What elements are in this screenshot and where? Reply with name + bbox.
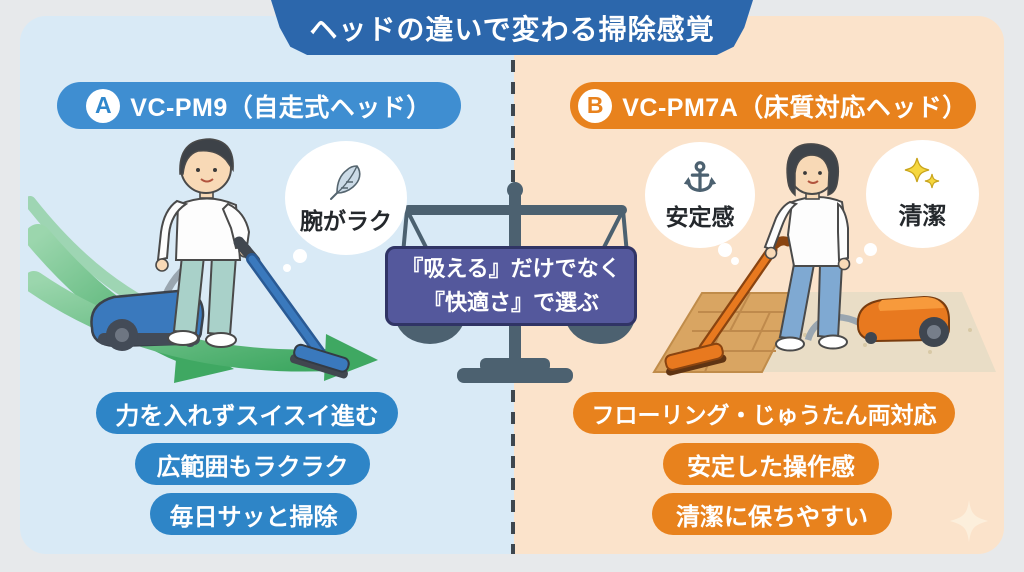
thought-tail: [864, 243, 877, 256]
woman-figure: [763, 143, 851, 352]
center-message-line2: 『快適さ』で選ぶ: [422, 290, 599, 315]
page-title: ヘッドの違いで変わる掃除感覚: [309, 13, 715, 45]
decor-sparkle-icon: [950, 500, 988, 542]
thought-tail: [283, 264, 291, 272]
feather-icon: [330, 164, 361, 200]
title-banner: ヘッドの違いで変わる掃除感覚: [271, 0, 753, 55]
left-illustration-man-vacuuming: [28, 138, 378, 383]
benefit-right-1: フローリング・じゅうたん両対応: [573, 392, 955, 434]
model-name-b: VC-PM7A（床質対応ヘッド）: [622, 93, 968, 122]
right-illustration-woman-vacuuming: [652, 143, 996, 376]
thought-bubble-arm-easy: 腕がラク: [285, 141, 407, 255]
badge-a: A: [86, 88, 121, 123]
model-header-b: B VC-PM7A（床質対応ヘッド）: [570, 82, 976, 129]
benefit-right-2: 安定した操作感: [663, 443, 879, 485]
center-message-box: 『吸える』だけでなく 『快適さ』で選ぶ: [385, 246, 637, 326]
thought-tail: [718, 243, 732, 257]
bubble-label: 清潔: [898, 203, 947, 230]
thought-bubble-stability: 安定感: [645, 142, 755, 248]
thought-bubble-clean: 清潔: [866, 140, 979, 248]
bubble-label: 腕がラク: [300, 207, 392, 234]
badge-b: B: [578, 88, 613, 123]
benefit-left-2: 広範囲もラクラク: [135, 443, 370, 485]
benefit-right-3: 清潔に保ちやすい: [652, 493, 892, 535]
thought-tail: [856, 257, 863, 264]
benefit-left-3: 毎日サッと掃除: [150, 493, 357, 535]
model-name-a: VC-PM9（自走式ヘッド）: [130, 93, 432, 122]
thought-tail: [293, 249, 307, 263]
center-message-line1: 『吸える』だけでなく: [401, 255, 621, 281]
model-header-a: A VC-PM9（自走式ヘッド）: [57, 82, 461, 129]
thought-tail: [731, 257, 739, 265]
sparkle-icon: [904, 157, 939, 189]
benefit-left-1: 力を入れずスイスイ進む: [96, 392, 398, 434]
anchor-icon: [683, 160, 717, 192]
man-figure: [155, 138, 252, 348]
bubble-label: 安定感: [665, 203, 735, 230]
blue-vacuum-wand: [233, 236, 350, 379]
